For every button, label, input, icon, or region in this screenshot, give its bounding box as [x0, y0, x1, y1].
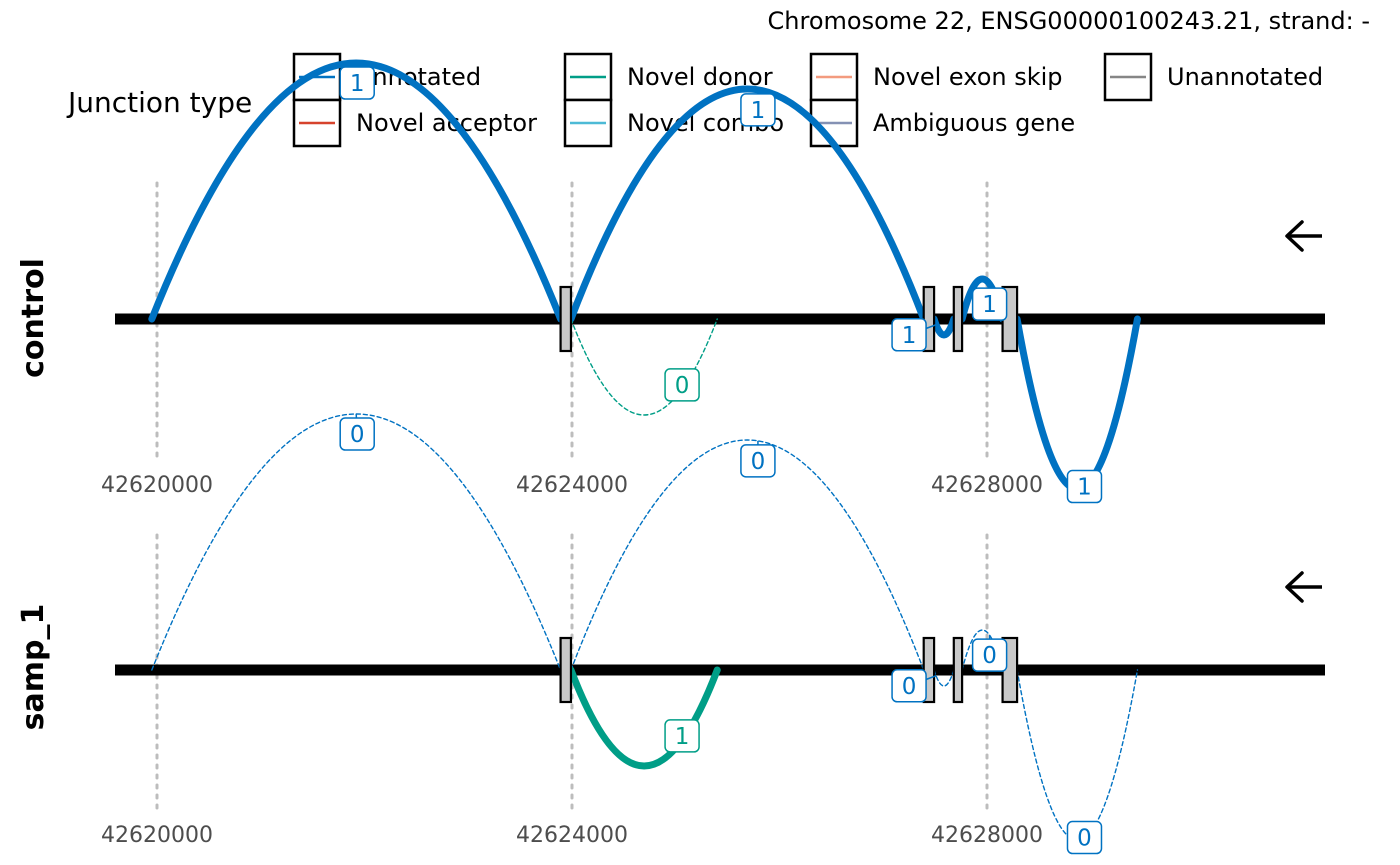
junction-arc-novel-donor: [570, 318, 718, 416]
count-badge: [664, 368, 700, 402]
junction-count: 1: [1077, 475, 1092, 501]
legend-entry-novel-exon-skip: Novel exon skip: [809, 52, 1063, 102]
junction-arc-annotated: [1016, 669, 1139, 841]
x-tick-label: 42624000: [516, 473, 628, 498]
legend-entry-unannotated: Unannotated: [1103, 52, 1323, 102]
junction-arc-annotated: [151, 413, 562, 671]
x-tick-label: 42628000: [931, 473, 1043, 498]
panel-label: control: [16, 258, 51, 378]
junction-arc-annotated: [933, 669, 955, 687]
count-badge: [339, 417, 375, 451]
exon-box: [952, 636, 964, 704]
junction-arc-annotated: [1013, 315, 1141, 493]
exon-box: [559, 636, 573, 704]
x-tick-label: 42620000: [101, 473, 213, 498]
junction-arc-annotated: [930, 315, 958, 339]
legend-entry-novel-donor: Novel donor: [563, 52, 773, 102]
panel-samp-1: samp_1 42620000 42624000 42628000 0 0 1 0 0 0: [16, 413, 1325, 855]
count-badge: [664, 719, 700, 753]
count-badge: [740, 93, 776, 127]
junction-count: 0: [982, 643, 997, 669]
junction-arc-annotated: [567, 85, 928, 323]
legend-label: Novel exon skip: [873, 63, 1063, 91]
legend-entry-annotated: Annotated: [292, 52, 481, 102]
legend-label: Unannotated: [1167, 63, 1323, 91]
junction-count: 1: [982, 292, 997, 318]
count-badge: [740, 444, 776, 478]
strand-arrow-icon: [1285, 220, 1322, 252]
junction-count: 0: [350, 422, 365, 448]
junction-count: 1: [350, 71, 365, 97]
count-badge: [1066, 469, 1103, 504]
legend-entry-novel-acceptor: Novel acceptor: [292, 98, 537, 148]
count-badge: [891, 318, 927, 352]
junction-count: 0: [675, 373, 690, 399]
legend-title: Junction type: [66, 86, 252, 119]
x-tick-label: 42624000: [516, 823, 628, 848]
legend-entry-ambiguous-gene: Ambiguous gene: [809, 98, 1075, 148]
junction-count: 0: [751, 449, 766, 475]
junction-count: 1: [902, 323, 917, 349]
junction-count: 0: [902, 674, 917, 700]
junction-count: 1: [675, 724, 690, 750]
x-tick-label: 42620000: [101, 823, 213, 848]
count-badge: [339, 66, 375, 100]
junction-count: 1: [751, 98, 766, 124]
exon-box: [559, 285, 573, 353]
count-badge: [971, 287, 1008, 321]
exon-box: [952, 285, 964, 353]
strand-arrow-icon: [1285, 571, 1322, 603]
legend-label: Ambiguous gene: [873, 109, 1075, 137]
count-badge: [1066, 820, 1103, 855]
panel-label: samp_1: [16, 604, 51, 731]
junction-count: 0: [1077, 826, 1092, 852]
junction-arc-annotated: [570, 439, 925, 671]
count-badge: [971, 638, 1008, 672]
count-badge: [891, 669, 927, 703]
x-tick-label: 42628000: [931, 823, 1043, 848]
plot-subtitle: Chromosome 22, ENSG00000100243.21, stran…: [768, 7, 1370, 35]
panel-control: control 42620000 42624000 42628000 1 1 0 1 1 1: [16, 59, 1325, 504]
junction-arc-novel-donor: [567, 666, 721, 770]
